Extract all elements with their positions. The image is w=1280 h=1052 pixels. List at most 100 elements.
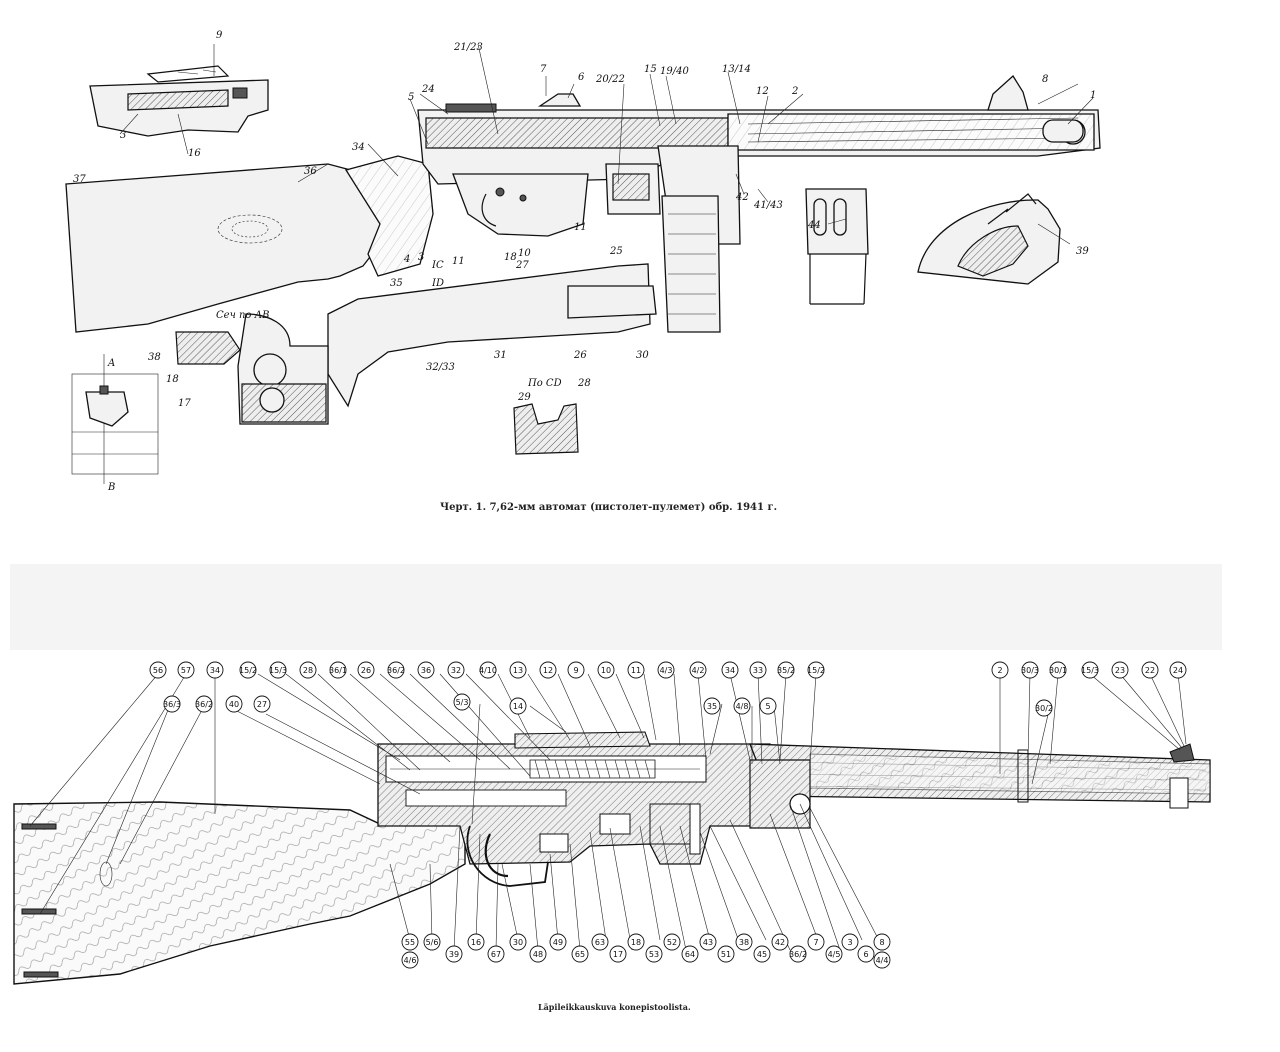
callout: 9	[567, 661, 585, 679]
svg-text:40: 40	[229, 700, 239, 709]
part-label: 31	[494, 350, 507, 361]
bottom-caption: Läpileikkauskuva konepistoolista.	[538, 1002, 691, 1012]
part-label: 12	[756, 86, 769, 97]
callout: 36/2	[387, 661, 405, 679]
bottom-leader-lines	[29, 673, 1187, 951]
svg-text:15/3: 15/3	[269, 666, 287, 675]
part-label: 4	[403, 254, 410, 265]
callout: 14	[509, 697, 527, 715]
callout: 30/1	[1049, 661, 1067, 679]
part-label: 35	[390, 278, 403, 289]
svg-text:27: 27	[257, 700, 267, 709]
callout: 63	[591, 933, 609, 951]
svg-text:26: 26	[361, 666, 371, 675]
svg-text:24: 24	[1173, 666, 1183, 675]
svg-text:36/1: 36/1	[329, 666, 347, 675]
svg-text:52: 52	[667, 938, 677, 947]
part-label: 10	[518, 248, 531, 259]
part-label: 34	[352, 142, 365, 153]
callout: 36	[417, 661, 435, 679]
svg-text:43: 43	[703, 938, 713, 947]
callout: 3	[841, 933, 859, 951]
svg-text:7: 7	[813, 938, 818, 947]
callout: 24	[1169, 661, 1187, 679]
svg-text:33: 33	[753, 666, 763, 675]
svg-text:13: 13	[513, 666, 523, 675]
svg-text:55: 55	[405, 938, 415, 947]
part-label: 25	[609, 246, 623, 257]
section-label: Сеч по АВ	[216, 310, 270, 321]
svg-text:8: 8	[879, 938, 884, 947]
svg-text:49: 49	[553, 938, 563, 947]
callout: 64	[681, 945, 699, 963]
part-label: 1	[1090, 90, 1096, 101]
svg-text:64: 64	[685, 950, 695, 959]
callout: 15/2	[239, 661, 257, 679]
callout: 55	[401, 933, 419, 951]
svg-text:5/6: 5/6	[426, 938, 439, 947]
svg-text:63: 63	[595, 938, 605, 947]
callout: 5/6	[423, 933, 441, 951]
callout: 27	[253, 695, 271, 713]
callout: 36/2	[195, 695, 213, 713]
svg-text:53: 53	[649, 950, 659, 959]
callout: 12	[539, 661, 557, 679]
callout: 4/4	[873, 951, 891, 969]
svg-text:51: 51	[721, 950, 731, 959]
part-label: 5	[408, 92, 414, 103]
part-label: 18	[504, 252, 517, 263]
part-label: 18	[166, 374, 179, 385]
part-label: 36	[304, 166, 317, 177]
svg-text:4/5: 4/5	[828, 950, 841, 959]
part-label: 2	[791, 86, 798, 97]
svg-text:17: 17	[613, 950, 623, 959]
callout: 57	[177, 661, 195, 679]
drum-magazine	[917, 193, 1061, 285]
part-label: 16	[188, 148, 201, 159]
part-label: 15	[644, 64, 657, 75]
svg-text:4/3: 4/3	[660, 666, 673, 675]
svg-text:34: 34	[210, 666, 220, 675]
part-label: 32/33	[426, 362, 455, 373]
mark-label: IC	[431, 260, 444, 271]
callout: 65	[571, 945, 589, 963]
callout: 34	[206, 661, 224, 679]
mark-label: ID	[431, 278, 444, 289]
svg-text:30: 30	[513, 938, 523, 947]
part-label: 3	[418, 252, 424, 263]
svg-text:4/8: 4/8	[736, 702, 749, 711]
svg-text:4/6: 4/6	[404, 956, 417, 965]
top-leader-lines	[119, 43, 1094, 245]
part-label: 30	[636, 350, 649, 361]
svg-text:15/2: 15/2	[807, 666, 825, 675]
part-label: 38	[148, 352, 161, 363]
mark-label: A	[107, 358, 115, 369]
part-label: 13/14	[722, 64, 751, 75]
part-label: 41/43	[753, 200, 783, 211]
mark-label: B	[107, 482, 115, 493]
svg-text:22: 22	[1145, 666, 1155, 675]
svg-text:36/2: 36/2	[195, 700, 213, 709]
svg-text:16: 16	[471, 938, 481, 947]
callout: 7	[807, 933, 825, 951]
part-label: 27	[515, 260, 529, 271]
bottom-receiver	[377, 731, 771, 887]
svg-text:11: 11	[631, 666, 641, 675]
callouts-bottom-row: 55 4/6 5/6 39 16 67 30 48 49 65 63 17 18…	[401, 933, 891, 969]
section-label: По CD	[527, 378, 562, 389]
svg-text:4/4: 4/4	[876, 956, 889, 965]
svg-text:12: 12	[543, 666, 553, 675]
callout: 23	[1111, 661, 1129, 679]
top-part-labels: 9 3 16 37 36 34 5 24 21/23 7 6 20/22 15 …	[73, 30, 1096, 493]
svg-text:2: 2	[997, 666, 1002, 675]
callouts-mid-row: 36/3 36/2 40 27 5/3 14 35 4/8 5 30/2	[163, 693, 1053, 717]
callout: 56	[149, 661, 167, 679]
callout: 40	[225, 695, 243, 713]
svg-text:30/3: 30/3	[1021, 666, 1039, 675]
svg-text:5/3: 5/3	[456, 698, 469, 707]
part-label: 24	[421, 84, 435, 95]
callout: 5/3	[453, 693, 471, 711]
svg-text:6: 6	[863, 950, 868, 959]
svg-text:42: 42	[775, 938, 785, 947]
callout: 67	[487, 945, 505, 963]
